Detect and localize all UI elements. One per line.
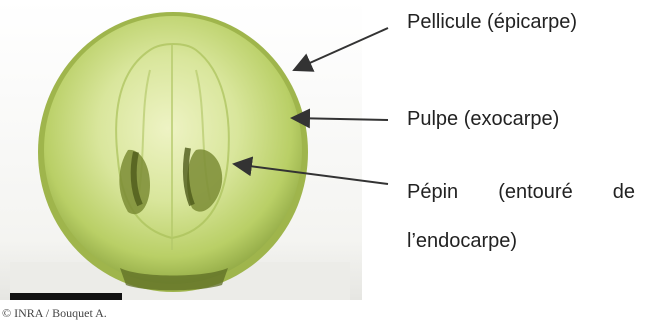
arrow-pepin — [234, 164, 388, 184]
photo-credit: © INRA / Bouquet A. — [2, 306, 107, 321]
label-pepin-word-2: (entouré — [498, 182, 573, 202]
label-pulpe: Pulpe (exocarpe) — [407, 109, 559, 129]
label-pepin-word-1: Pépin — [407, 182, 458, 202]
arrow-pellicule — [294, 28, 388, 70]
arrow-pulpe — [292, 118, 388, 120]
label-pepin-line2: l’endocarpe) — [407, 231, 517, 251]
label-pellicule: Pellicule (épicarpe) — [407, 12, 577, 32]
label-pepin-line1: Pépin (entouré de — [407, 182, 635, 202]
label-pepin-word-3: de — [613, 182, 635, 202]
